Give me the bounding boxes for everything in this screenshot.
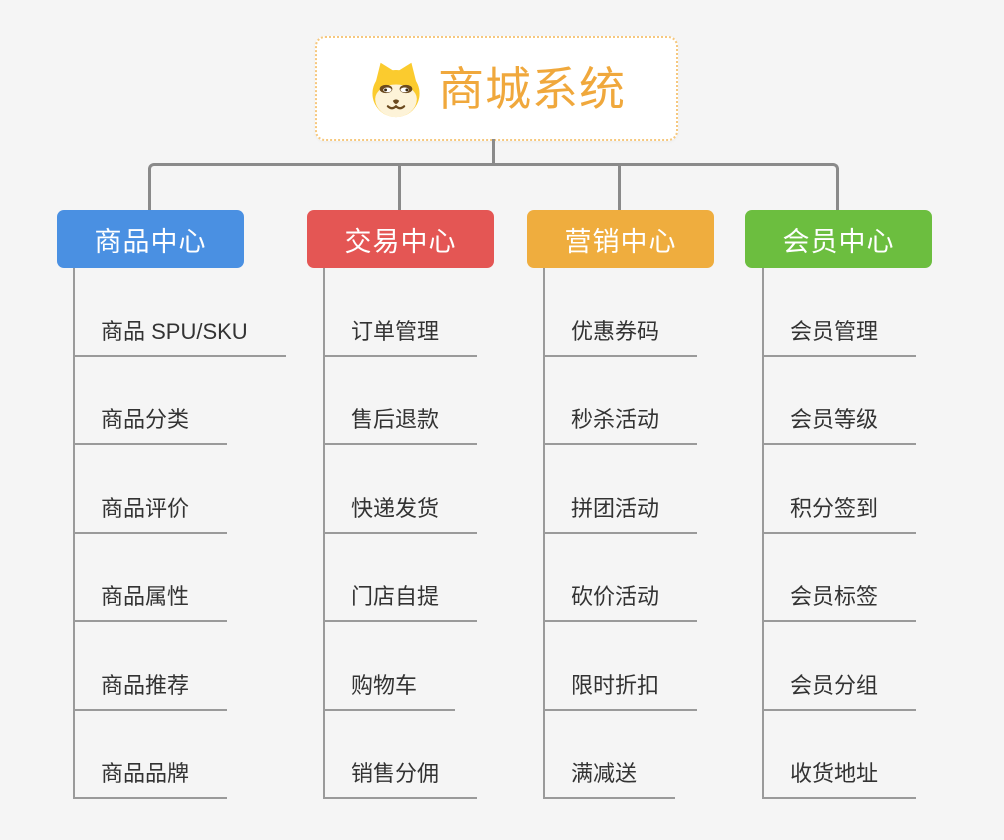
branch-header-0[interactable]: 商品中心 [57, 210, 244, 268]
branch-item[interactable]: 会员分组 [762, 622, 917, 711]
branch-item[interactable]: 会员等级 [762, 357, 917, 445]
branch-item[interactable]: 商品评价 [73, 445, 228, 534]
branch-item[interactable]: 商品 SPU/SKU [73, 268, 286, 357]
branch-item-label: 商品推荐 [101, 672, 190, 698]
branch-item[interactable]: 门店自提 [323, 534, 478, 622]
branch-item-label: 商品属性 [101, 584, 190, 609]
root-title: 商城系统 [438, 62, 626, 115]
branch-item[interactable]: 收货地址 [762, 711, 917, 799]
branch-item[interactable]: 限时折扣 [543, 622, 698, 711]
branch-item[interactable]: 销售分佣 [323, 711, 478, 799]
branch-item[interactable]: 订单管理 [323, 268, 478, 357]
branch-item-label: 砍价活动 [571, 584, 660, 609]
branch-item-label: 销售分佣 [351, 761, 440, 786]
branch-item-label: 会员标签 [790, 584, 879, 609]
branch-item-label: 商品品牌 [101, 761, 190, 786]
branch-item-label: 拼团活动 [571, 495, 660, 521]
branch-item-label: 优惠券码 [571, 318, 660, 344]
branch-header-3[interactable]: 会员中心 [745, 210, 932, 268]
branch-items-3: 会员管理会员等级积分签到会员标签会员分组收货地址 [762, 268, 917, 799]
branch-item[interactable]: 商品属性 [73, 534, 228, 622]
branch-connector-line [543, 268, 545, 799]
branch-item[interactable]: 快递发货 [323, 445, 478, 534]
branch-item-label: 商品分类 [101, 407, 190, 432]
branch-item-label: 会员分组 [790, 672, 879, 698]
branch-item-label: 会员等级 [790, 407, 879, 432]
branch-item[interactable]: 会员管理 [762, 268, 917, 357]
branch-item-label: 秒杀活动 [571, 407, 660, 432]
branch-items-1: 订单管理售后退款快递发货门店自提购物车销售分佣 [323, 268, 478, 799]
connector-horizontal-rail [148, 163, 839, 210]
branch-item[interactable]: 售后退款 [323, 357, 478, 445]
branch-item-label: 商品 SPU/SKU [101, 318, 248, 344]
branch-3: 会员中心会员管理会员等级积分签到会员标签会员分组收货地址 [745, 210, 932, 799]
branch-item[interactable]: 购物车 [323, 622, 456, 711]
connector-drop-marketing [618, 165, 621, 210]
branch-header-2[interactable]: 营销中心 [527, 210, 714, 268]
branch-item-label: 门店自提 [351, 584, 440, 609]
branch-item-label: 满减送 [571, 761, 638, 786]
branch-item-label: 收货地址 [790, 761, 879, 786]
connector-drop-trade [398, 165, 401, 210]
branch-item[interactable]: 优惠券码 [543, 268, 698, 357]
shiba-dog-icon [367, 59, 425, 119]
branch-item[interactable]: 拼团活动 [543, 445, 698, 534]
branch-1: 交易中心订单管理售后退款快递发货门店自提购物车销售分佣 [307, 210, 494, 799]
branch-header-1[interactable]: 交易中心 [307, 210, 494, 268]
branch-item-label: 购物车 [351, 672, 418, 698]
branch-items-2: 优惠券码秒杀活动拼团活动砍价活动限时折扣满减送 [543, 268, 698, 799]
branch-items-0: 商品 SPU/SKU 商品分类商品评价商品属性商品推荐商品品牌 [73, 268, 286, 799]
branch-item[interactable]: 商品推荐 [73, 622, 228, 711]
branch-2: 营销中心优惠券码秒杀活动拼团活动砍价活动限时折扣满减送 [527, 210, 714, 799]
branch-item[interactable]: 会员标签 [762, 534, 917, 622]
branch-item-label: 积分签到 [790, 495, 879, 521]
branch-connector-line [762, 268, 764, 799]
branch-item-label: 限时折扣 [571, 672, 660, 698]
branch-item-label: 快递发货 [351, 495, 440, 521]
branch-item[interactable]: 商品分类 [73, 357, 228, 445]
root-node[interactable]: 商城系统 [315, 36, 678, 141]
branch-item-label: 商品评价 [101, 495, 190, 521]
branch-item[interactable]: 砍价活动 [543, 534, 698, 622]
branch-item-label: 会员管理 [790, 318, 879, 344]
branch-item[interactable]: 满减送 [543, 711, 676, 799]
branch-item[interactable]: 积分签到 [762, 445, 917, 534]
branch-item[interactable]: 秒杀活动 [543, 357, 698, 445]
branch-item-label: 订单管理 [351, 318, 440, 344]
connector-root-vertical [492, 139, 495, 165]
branch-connector-line [73, 268, 75, 799]
branch-item-label: 售后退款 [351, 407, 440, 432]
branch-item[interactable]: 商品品牌 [73, 711, 228, 799]
branch-0: 商品中心商品 SPU/SKU 商品分类商品评价商品属性商品推荐商品品牌 [57, 210, 286, 799]
branch-connector-line [323, 268, 325, 799]
